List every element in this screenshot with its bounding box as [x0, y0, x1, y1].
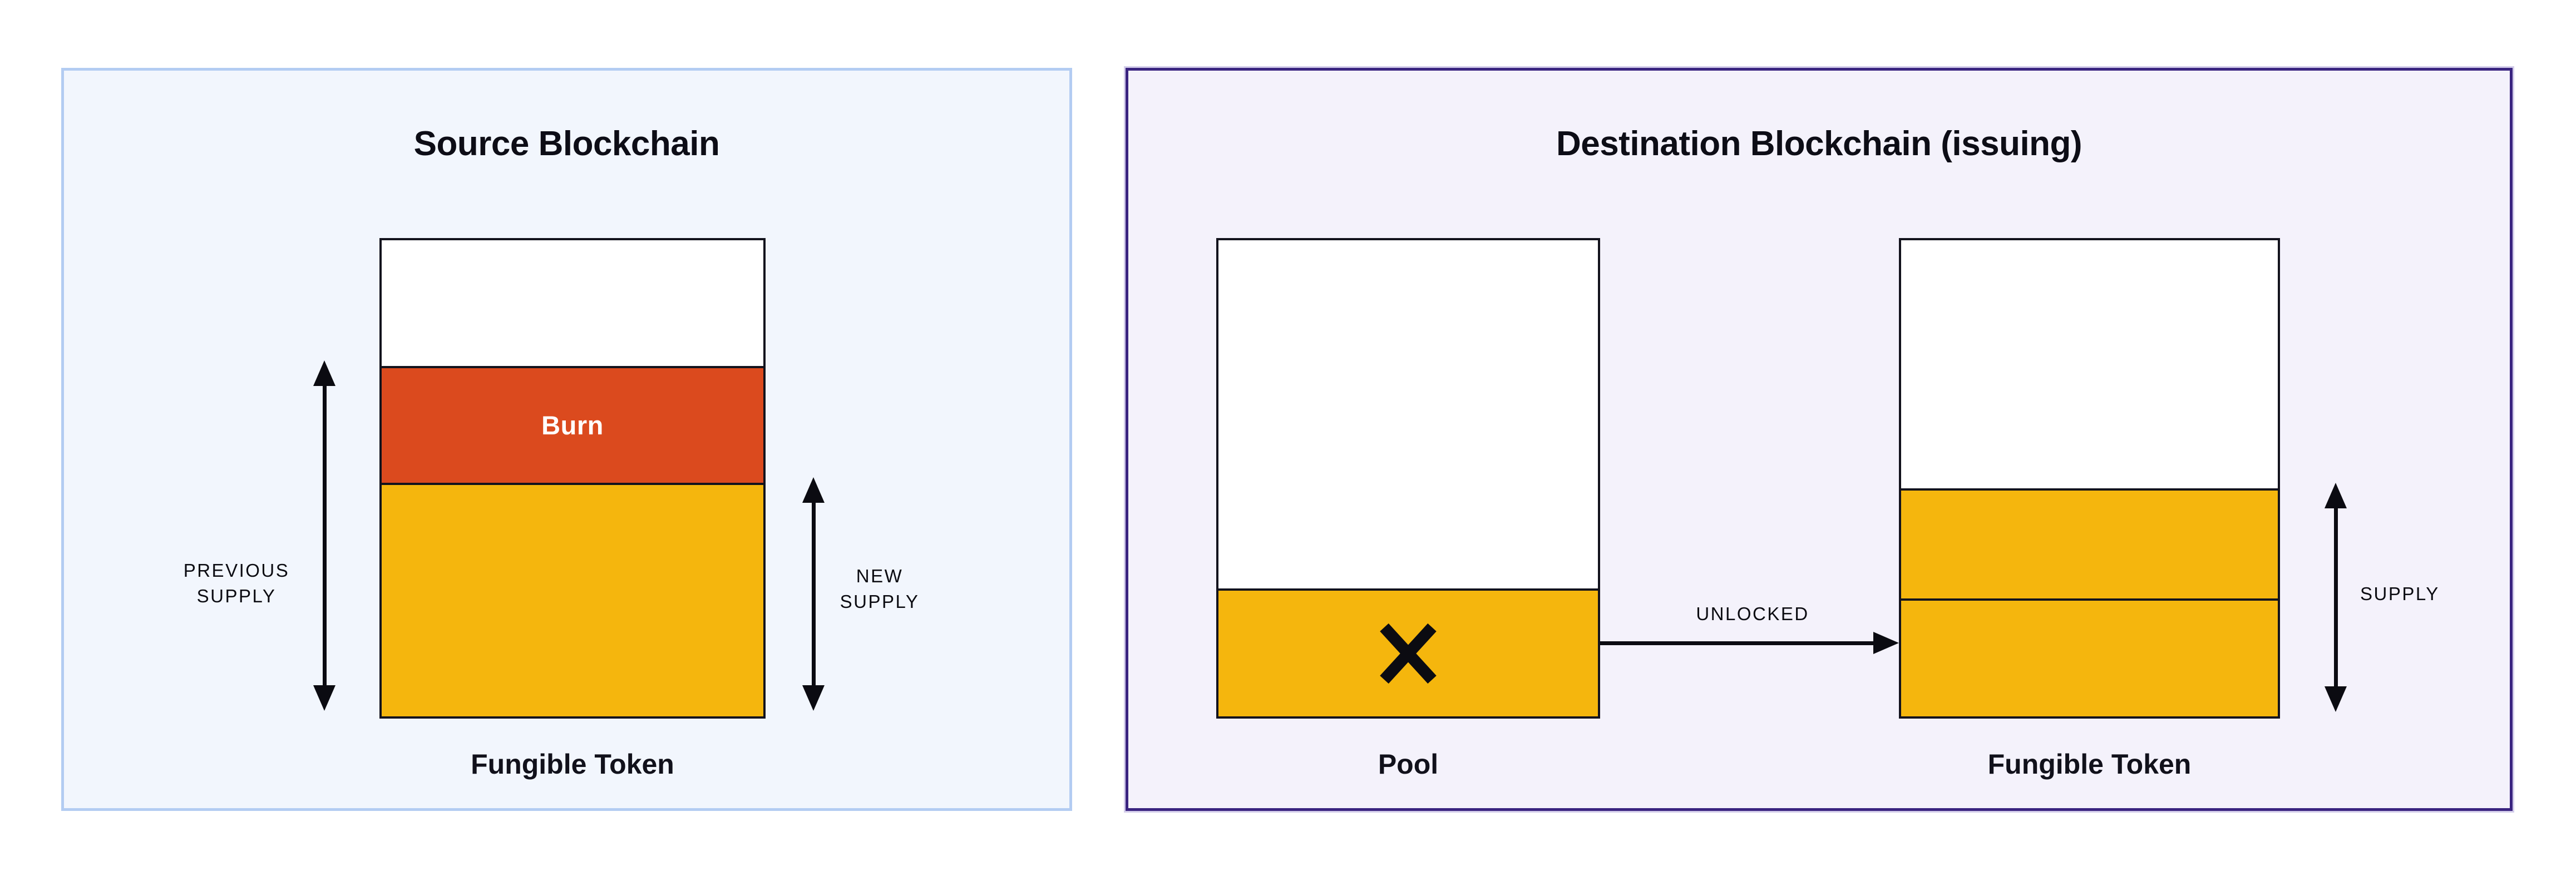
new-supply-label: NEW SUPPLY: [796, 563, 963, 615]
destination-blockchain-panel: Destination Blockchain (issuing) UNLOCKE…: [1126, 68, 2513, 811]
cross-icon: [1380, 623, 1437, 684]
burn-label: Burn: [541, 410, 604, 441]
source-bar-burn-segment: Burn: [382, 365, 763, 483]
arrow-shaft: [322, 373, 327, 699]
arrow-down-icon: [313, 685, 335, 711]
unlocked-label: UNLOCKED: [1696, 603, 1809, 624]
previous-supply-label: PREVIOUS SUPPLY: [142, 558, 331, 609]
source-bar-empty-segment: [382, 240, 763, 366]
source-bar-remaining-supply-segment: [382, 482, 763, 716]
arrow-shaft: [1600, 641, 1882, 645]
destination-bar-empty-segment: [1901, 240, 2278, 488]
pool-bar-released-segment: [1218, 588, 1598, 716]
new-supply-label-line1: NEW: [856, 566, 904, 586]
unlocked-arrow: [1600, 632, 1899, 654]
source-bar-caption: Fungible Token: [471, 749, 674, 780]
pool-bar-caption: Pool: [1378, 749, 1439, 780]
arrow-down-icon: [802, 685, 825, 711]
supply-arrow: [2325, 483, 2347, 712]
source-token-bar: Burn: [379, 238, 766, 719]
previous-supply-label-line1: PREVIOUS: [183, 560, 290, 581]
new-supply-label-line2: SUPPLY: [840, 591, 920, 612]
new-supply-arrow: [802, 477, 825, 711]
supply-label: SUPPLY: [2360, 583, 2440, 604]
arrow-right-icon: [1873, 632, 1899, 654]
destination-token-bar: [1899, 238, 2280, 719]
pool-bar-empty-segment: [1218, 240, 1598, 588]
source-panel-title: Source Blockchain: [413, 125, 720, 163]
previous-supply-label-line2: SUPPLY: [196, 586, 277, 606]
destination-bar-unlocked-supply-segment: [1901, 598, 2278, 716]
arrow-shaft: [2333, 495, 2338, 700]
arrow-shaft: [811, 489, 816, 699]
pool-bar: [1216, 238, 1600, 719]
source-blockchain-panel: Source Blockchain PREVIOUS SUPPLY Burn N…: [61, 68, 1072, 811]
previous-supply-arrow: [313, 360, 335, 711]
destination-panel-title: Destination Blockchain (issuing): [1556, 125, 2082, 163]
destination-bar-caption: Fungible Token: [1987, 749, 2192, 780]
destination-bar-existing-supply-segment: [1901, 488, 2278, 598]
arrow-down-icon: [2325, 686, 2347, 712]
